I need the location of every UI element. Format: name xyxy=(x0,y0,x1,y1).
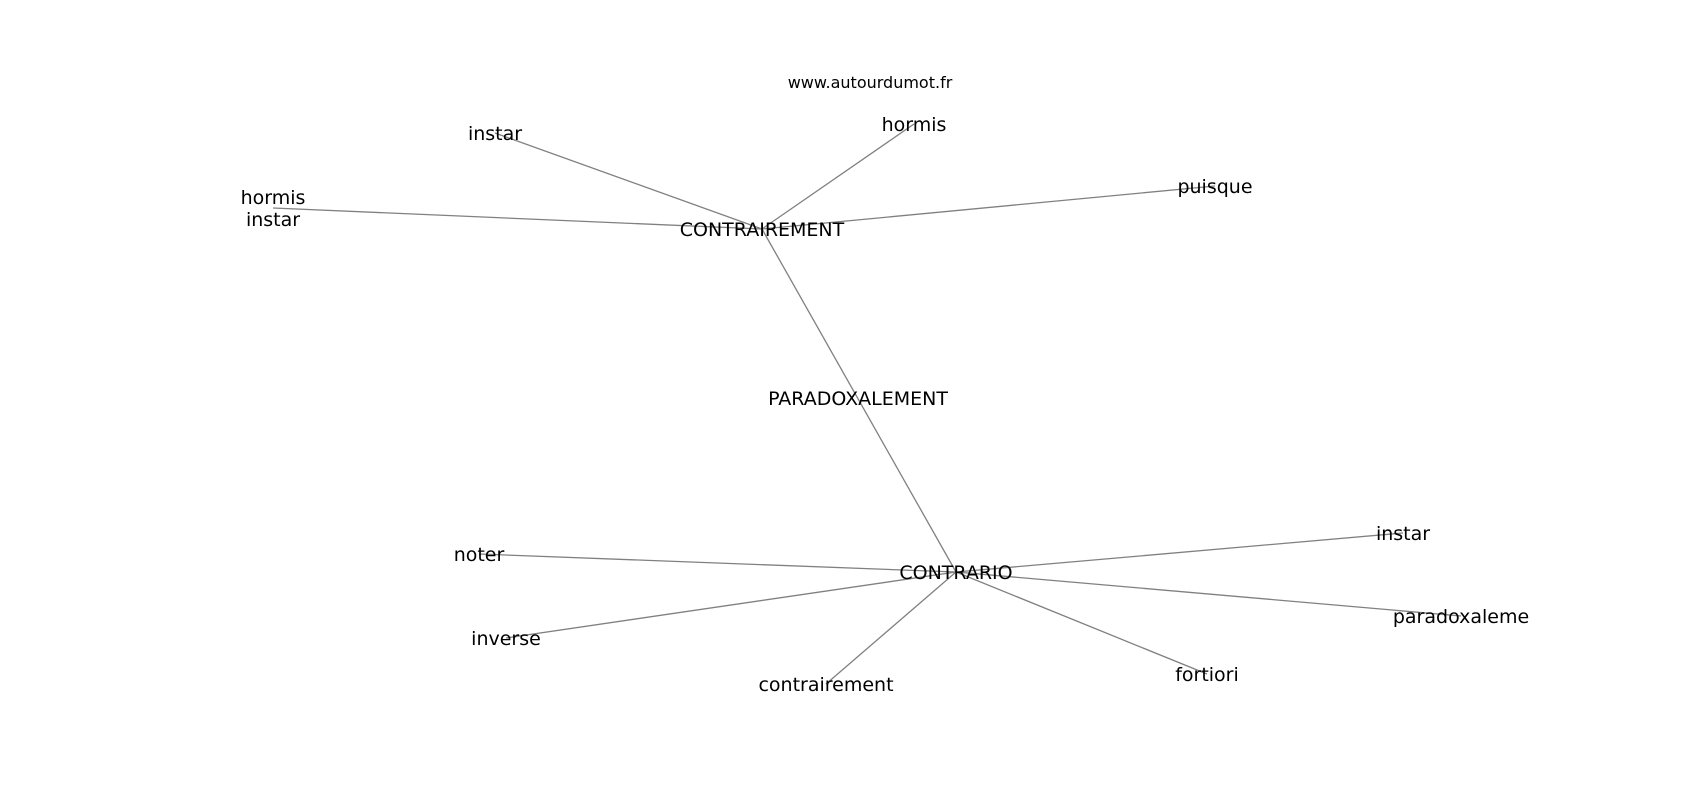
edge-contrairement-hub-contrario-hub xyxy=(761,228,957,573)
edge-contrario-hub-instar-right xyxy=(955,532,1404,573)
node-contrairement-hub: CONTRAIREMENT xyxy=(680,219,845,241)
node-instar-right: instar xyxy=(1376,523,1430,545)
edge-contrairement-hub-hormis-instar xyxy=(272,207,763,230)
edge-contrario-hub-contrairement-leaf xyxy=(825,571,957,685)
node-instar-top: instar xyxy=(468,123,522,145)
edge-contrairement-hub-hormis-top xyxy=(761,123,915,230)
site-url-label: www.autourdumot.fr xyxy=(788,73,953,92)
node-noter: noter xyxy=(454,544,505,566)
edge-contrario-hub-inverse xyxy=(505,571,957,639)
nodes-layer: PARADOXALEMENT CONTRAIREMENT CONTRARIO inst… xyxy=(241,114,1530,696)
node-paradoxaleme: paradoxaleme xyxy=(1393,606,1529,628)
edge-contrairement-hub-puisque xyxy=(761,185,1216,230)
node-hormis-top: hormis xyxy=(882,114,947,136)
node-contrario-hub: CONTRARIO xyxy=(899,562,1012,584)
node-paradoxalement: PARADOXALEMENT xyxy=(768,388,948,410)
edge-contrario-hub-noter xyxy=(478,553,957,573)
edge-contrairement-hub-instar-top xyxy=(494,132,763,230)
node-contrairement-leaf: contrairement xyxy=(758,674,893,696)
edge-contrario-hub-paradoxaleme xyxy=(955,571,1462,617)
node-inverse: inverse xyxy=(471,628,541,650)
node-fortiori: fortiori xyxy=(1175,664,1239,686)
edges-layer xyxy=(272,123,1462,685)
edge-contrario-hub-fortiori xyxy=(955,571,1208,675)
node-puisque: puisque xyxy=(1177,176,1252,198)
